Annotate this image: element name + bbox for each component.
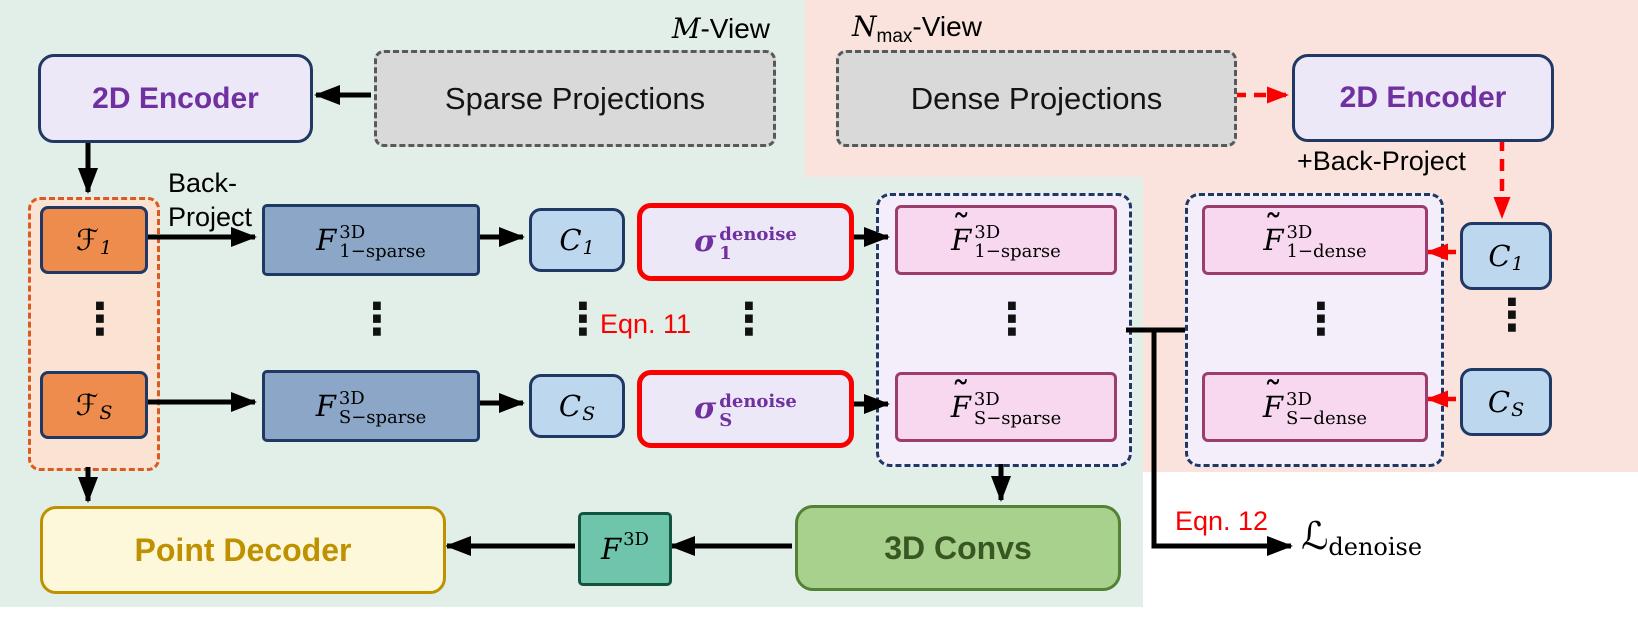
arrow-to-loss <box>1151 330 1293 556</box>
sparse-projections-label: Sparse Projections <box>444 80 706 116</box>
encoder-left-label: 2D Encoder <box>92 81 259 115</box>
node-2d-encoder-left: 2D Encoder <box>38 54 313 143</box>
node-3d-convs: 3D Convs <box>795 505 1121 591</box>
dense-projections-label: Dense Projections <box>910 80 1163 116</box>
vertical-ellipsis-dense: ⋮ <box>1299 294 1343 345</box>
m-view-label: M-View <box>671 12 770 45</box>
vertical-ellipsis-c-right: ⋮ <box>1490 290 1534 341</box>
vertical-ellipsis-f3d: ⋮ <box>355 294 399 345</box>
node-2d-encoder-right: 2D Encoder <box>1292 54 1554 142</box>
point-decoder-label: Point Decoder <box>134 531 352 568</box>
vertical-ellipsis-sigma: ⋮ <box>727 294 771 345</box>
convs-label: 3D Convs <box>884 529 1032 566</box>
encoder-right-label: 2D Encoder <box>1339 81 1507 114</box>
eqn-12-label: Eqn. 12 <box>1175 506 1269 536</box>
vertical-ellipsis-features: ⋮ <box>78 294 122 345</box>
node-dense-projections: Dense Projections <box>836 50 1237 147</box>
node-sparse-projections: Sparse Projections <box>374 50 776 147</box>
vertical-ellipsis-c-left: ⋮ <box>561 294 605 345</box>
vertical-ellipsis-sparse: ⋮ <box>990 294 1034 345</box>
back-project-left-label: Back- Project <box>168 168 253 232</box>
back-project-right-label: +Back-Project <box>1297 146 1466 176</box>
eqn-11-label: Eqn. 11 <box>600 309 692 339</box>
n-max-view-label: Nmax-View <box>852 10 982 47</box>
node-point-decoder: Point Decoder <box>40 506 446 594</box>
